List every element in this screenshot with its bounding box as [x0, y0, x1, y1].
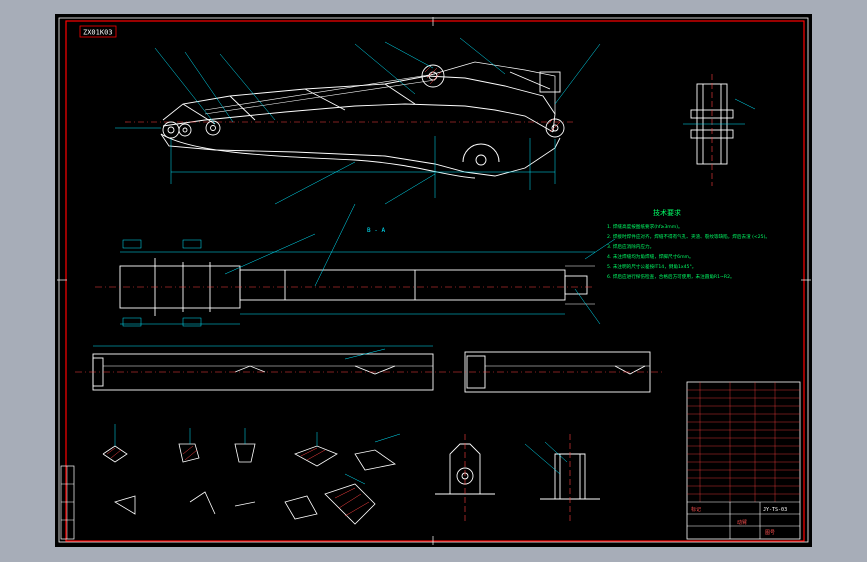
outer-frame — [58, 17, 809, 543]
notes-line: 6. 焊后应进行探伤检查，合格后方可使用，未注圆角R1~R2。 — [607, 273, 735, 280]
bracket-detail-right — [524, 434, 600, 524]
weld-hatch — [106, 445, 370, 517]
center-marks — [57, 17, 811, 545]
plan-dimensions — [120, 203, 616, 327]
notes-line: 3. 焊后应消除内应力。 — [607, 243, 654, 250]
long-section-right — [455, 351, 665, 393]
notes-title: 技术要求 — [653, 208, 681, 217]
drawing-sheet: ZX01K03 — [55, 14, 812, 547]
notes-line: 5. 未注明的尺寸公差按IT14，倒角1x45°。 — [607, 263, 696, 270]
pin-hatch — [424, 65, 561, 133]
long-section-left — [75, 345, 455, 391]
cad-drawing: ZX01K03 — [57, 17, 811, 545]
side-strip — [60, 465, 75, 540]
inner-frame — [65, 20, 805, 542]
boom-elevation — [125, 61, 575, 179]
technical-notes: 技术要求 1. 焊缝高度按图纸要求(hf≥3mm)。 2. 焊接时焊件应对齐，焊… — [607, 208, 770, 280]
notes-line: 1. 焊缝高度按图纸要求(hf≥3mm)。 — [607, 223, 683, 230]
side-section-view — [683, 74, 756, 186]
weld-leaders — [114, 424, 401, 485]
title-block: 标记 动臂 图号 JY-TS-03 — [686, 381, 801, 540]
code-stamp: ZX01K03 — [79, 25, 117, 38]
boom-plan-view — [95, 258, 595, 316]
titleblock-left: 标记 — [691, 506, 701, 513]
notes-line: 4. 未注焊缝均为角焊缝，焊脚尺寸6mm。 — [607, 253, 694, 260]
code-stamp-text: ZX01K03 — [83, 29, 113, 37]
elevation-dimensions — [115, 37, 601, 205]
section-label: B - A — [367, 227, 385, 234]
weld-details — [102, 443, 396, 525]
titleblock-right: 图号 — [765, 530, 775, 536]
titleblock-mid: 动臂 — [737, 519, 747, 526]
bracket-detail-left — [435, 434, 495, 524]
notes-line: 2. 焊接时焊件应对齐，焊缝不得有气孔、夹渣、裂纹等缺陷，焊后去渣 (<25)。 — [607, 233, 770, 240]
titleblock-name: JY-TS-03 — [763, 507, 787, 513]
